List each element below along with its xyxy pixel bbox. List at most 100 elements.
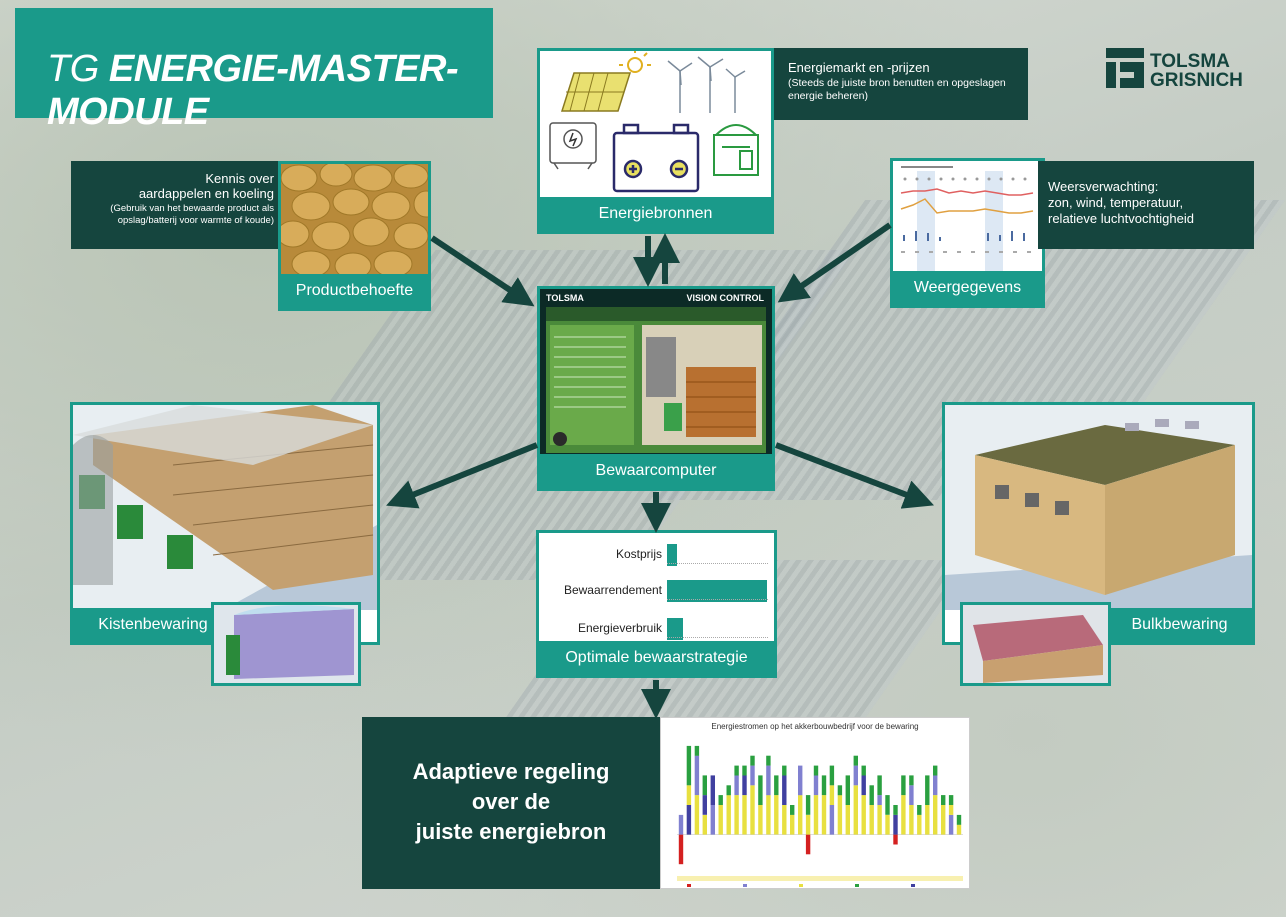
bulk-storage-illustration — [945, 405, 1252, 610]
energy-market-info: Energiemarkt en -prijzen (Steeds de juis… — [774, 48, 1028, 120]
kpi-row-storage-yield: Bewaarrendement — [539, 577, 774, 607]
chart-bar-segment — [805, 814, 811, 835]
adaptive-line3: juiste energiebron — [415, 819, 607, 844]
wind-turbine-icon — [667, 56, 746, 113]
weather-data-label: Weergegevens — [893, 271, 1042, 305]
generator-icon — [549, 122, 597, 170]
chart-bar-segment — [829, 805, 835, 835]
chart-bar-segment — [837, 795, 843, 835]
chart-bar-segment — [853, 765, 858, 786]
chart-bar-segment — [798, 765, 803, 796]
weather-data-panel: Weergegevens — [890, 158, 1045, 308]
chart-bar-segment — [829, 765, 835, 786]
chart-bar-segment — [948, 814, 954, 835]
chart-bar-segment — [734, 775, 739, 796]
adaptive-control-box: Adaptieve regeling over de juiste energi… — [362, 717, 660, 889]
chart-bar-segment — [782, 805, 787, 835]
chart-bar-segment — [893, 814, 898, 835]
chart-bar-segment — [933, 765, 938, 776]
chart-bar-segment — [853, 755, 858, 766]
chart-bar-segment — [893, 805, 898, 815]
logo-line2: GRISNICH — [1150, 70, 1243, 91]
product-need-label: Productbehoefte — [281, 274, 428, 308]
energy-sources-label: Energiebronnen — [540, 197, 771, 231]
chart-bar-segment — [750, 765, 755, 786]
chart-bar-segment — [901, 775, 906, 796]
chart-bar-segment — [694, 795, 700, 835]
adaptive-line2: over de — [471, 789, 551, 814]
title-main: ENERGIE-MASTER-MODULE — [47, 48, 459, 133]
chart-bar-segment — [678, 834, 684, 865]
chart-bar-segment — [941, 795, 946, 805]
kpi-bar — [667, 580, 767, 602]
chart-bar-segment — [694, 745, 700, 756]
energy-market-subtitle: (Steeds de juiste bron benutten en opges… — [788, 77, 1006, 102]
chart-bar-segment — [861, 795, 866, 835]
kpi-bar — [667, 544, 677, 566]
chart-bar-segment — [742, 775, 747, 796]
chart-bar-segment — [956, 824, 962, 835]
sun-icon — [619, 51, 651, 73]
chart-legend-swatch — [743, 884, 747, 887]
chart-bar-segment — [702, 814, 707, 835]
bulk-storage-floor-illustration — [963, 605, 1108, 683]
chart-bar-segment — [901, 795, 906, 835]
chart-bar-segment — [758, 775, 763, 805]
chart-bar-segment — [686, 805, 692, 835]
chart-bar-segment — [909, 805, 914, 835]
chart-bar-segment — [925, 775, 930, 805]
battery-icon — [612, 123, 700, 193]
bulk-storage-floor-inset — [960, 602, 1111, 686]
chart-bar-segment — [869, 785, 874, 805]
chart-axis-band — [677, 876, 963, 881]
solar-panel-icon — [560, 72, 632, 112]
chart-bar-segment — [877, 795, 882, 805]
chart-bar-segment — [853, 785, 858, 835]
chart-bar-segment — [893, 834, 898, 845]
energy-flows-chart: Energiestromen op het akkerbouwbedrijf v… — [660, 717, 970, 889]
kpi-label: Bewaarrendement — [563, 583, 662, 597]
chart-bar-segment — [678, 814, 684, 835]
chart-bar-segment — [829, 785, 835, 805]
chart-bar-segment — [925, 805, 930, 835]
chart-bar-segment — [750, 755, 755, 766]
kpi-bar — [667, 618, 683, 640]
product-line2: aardappelen en koeling — [138, 186, 274, 201]
chart-bar-segment — [877, 805, 882, 835]
optimal-strategy-label: Optimale bewaarstrategie — [539, 641, 774, 675]
chart-bar-segment — [948, 795, 954, 805]
chart-bar-segment — [686, 785, 692, 805]
chart-bar-segment — [702, 775, 707, 796]
energy-market-title: Energiemarkt en -prijzen — [788, 60, 930, 75]
chart-legend-swatch — [799, 884, 803, 887]
chart-bar-segment — [766, 755, 771, 766]
chart-bar-segment — [909, 785, 914, 805]
title-prefix: TG — [47, 48, 99, 90]
kpi-baseline — [667, 563, 768, 564]
energy-sources-illustration — [549, 51, 759, 193]
energy-sources-panel: Energiebronnen — [537, 48, 774, 234]
tolsma-grisnich-logo: TOLSMA GRISNICH — [1106, 48, 1256, 98]
chart-bar-segment — [766, 795, 771, 835]
product-line1: Kennis over — [205, 171, 274, 186]
storage-computer-panel: TOLSMA VISION CONTROL Bewaarcomputer — [537, 286, 775, 491]
kpi-label: Kostprijs — [615, 547, 662, 561]
computer-brand: TOLSMA — [546, 293, 584, 303]
chart-bar-segment — [718, 805, 723, 835]
page-title: TG ENERGIE-MASTER-MODULE — [15, 8, 493, 133]
chart-bar-segment — [813, 795, 819, 835]
chart-bar-segment — [758, 805, 763, 835]
kpi-baseline — [667, 599, 768, 600]
chart-bar-segment — [877, 775, 882, 796]
kpi-baseline — [667, 637, 768, 638]
vision-control-screen — [546, 307, 766, 453]
chart-bar-segment — [742, 765, 747, 776]
chart-bar-segment — [909, 775, 914, 786]
adaptive-line1: Adaptieve regeling — [412, 759, 610, 784]
weather-forecast-table — [900, 166, 1034, 271]
chart-bar-segment — [805, 834, 811, 855]
box-storage-cooling-illustration — [214, 605, 358, 683]
weather-line2: zon, wind, temperatuur, — [1048, 195, 1184, 210]
chart-bar-segment — [694, 755, 700, 796]
computer-screen-title: VISION CONTROL — [686, 293, 764, 303]
